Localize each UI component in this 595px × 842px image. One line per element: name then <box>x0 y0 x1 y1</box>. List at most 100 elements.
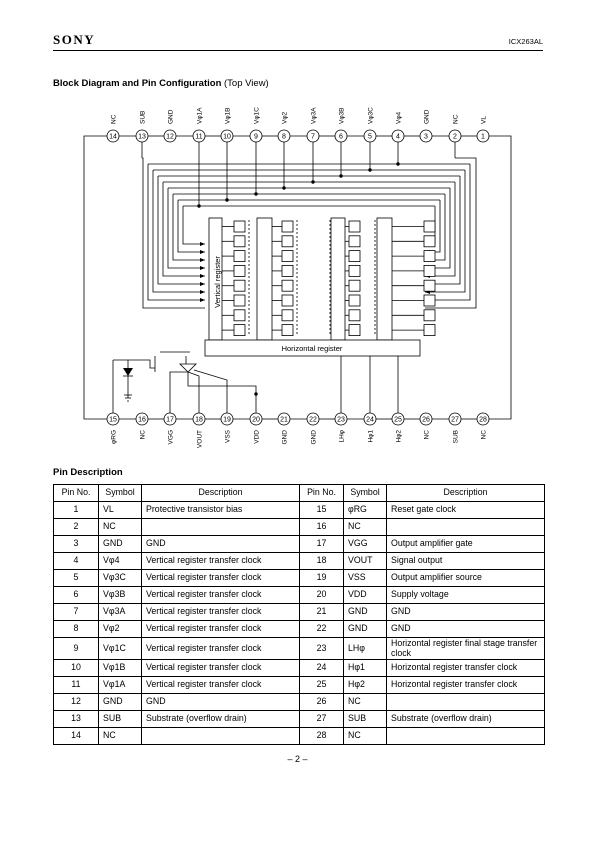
photodiode <box>281 264 294 277</box>
header-description: Description <box>141 484 300 502</box>
photodiode <box>233 235 246 248</box>
pin-description-heading: Pin Description <box>53 467 123 478</box>
pin-circle <box>334 129 348 143</box>
junction-dot <box>339 174 343 178</box>
pin-number: 17 <box>299 535 344 553</box>
junction-dot <box>254 392 258 396</box>
photodiode <box>233 220 246 233</box>
pin-description: Horizontal register final stage transfer… <box>386 637 545 660</box>
pin-symbol: GND <box>98 535 142 553</box>
pin-number: 26 <box>299 693 344 711</box>
pin-circle <box>306 412 320 426</box>
pin-description: Protective transistor bias <box>141 501 300 519</box>
bottom-pin-label: VDD <box>254 430 261 444</box>
vgg-line <box>169 371 188 413</box>
header-symbol: Symbol <box>343 484 387 502</box>
pin-description: GND <box>386 603 545 621</box>
vss-line <box>193 369 228 413</box>
pin-symbol: φRG <box>343 501 387 519</box>
amplifier-icon <box>179 363 197 373</box>
pin-description: Horizontal register transfer clock <box>386 676 545 694</box>
junction-dot <box>225 198 229 202</box>
top-pin-label: Vφ1B <box>225 107 232 124</box>
top-pin-label: GND <box>168 109 175 124</box>
pin-description: GND <box>141 535 300 553</box>
pin-symbol: VOUT <box>343 552 387 570</box>
bottom-pin-number: 22 <box>309 417 317 424</box>
photodiode <box>348 324 361 337</box>
horizontal-register-box <box>204 339 421 357</box>
left-clock-line <box>152 170 205 293</box>
pin-circle <box>476 129 490 143</box>
pin-description: Vertical register transfer clock <box>141 620 300 638</box>
pin-description: Vertical register transfer clock <box>141 552 300 570</box>
pin-circle <box>277 129 291 143</box>
bottom-pin-number: 25 <box>394 417 402 424</box>
pin-description: GND <box>141 693 300 711</box>
bottom-pin-number: 21 <box>280 417 288 424</box>
bottom-pin-number: 15 <box>109 417 117 424</box>
left-clock-line <box>177 200 205 253</box>
bottom-pin-number: 17 <box>166 417 174 424</box>
pin-description: Vertical register transfer clock <box>141 586 300 604</box>
photodiode <box>348 279 361 292</box>
arrow <box>200 282 205 286</box>
pin-circle <box>220 412 234 426</box>
pin-number: 21 <box>299 603 344 621</box>
table-header-row: Pin No. Symbol Description Pin No. Symbo… <box>53 484 545 502</box>
block-diagram-heading: Block Diagram and Pin Configuration (Top… <box>53 78 269 89</box>
photodiode <box>281 324 294 337</box>
top-pin-number: 12 <box>166 134 174 141</box>
pin-symbol: Vφ3B <box>98 586 142 604</box>
left-clock-line <box>167 188 205 269</box>
bottom-pin-label: LHφ <box>339 430 346 443</box>
left-clock-line <box>182 206 205 245</box>
bottom-pin-label: Hφ1 <box>368 430 375 443</box>
pin-description: Vertical register transfer clock <box>141 659 300 677</box>
pin-symbol: VSS <box>343 569 387 587</box>
pin-symbol: NC <box>343 727 387 745</box>
pin-description <box>386 693 545 711</box>
pin-number: 5 <box>53 569 99 587</box>
pin-circle <box>135 129 149 143</box>
pin-symbol: Vφ3C <box>98 569 142 587</box>
pin-circle <box>192 412 206 426</box>
top-pin-number: 8 <box>282 134 286 141</box>
left-clock-line <box>147 164 205 301</box>
pin-number: 24 <box>299 659 344 677</box>
photodiode <box>348 309 361 322</box>
photodiode <box>423 279 436 292</box>
pin-number: 14 <box>53 727 99 745</box>
pin-description: Output amplifier gate <box>386 535 545 553</box>
photodiode <box>423 235 436 248</box>
top-pin-label: Vφ2 <box>282 111 289 124</box>
photodiode <box>423 294 436 307</box>
top-pin-number: 7 <box>311 134 315 141</box>
photodiode <box>233 250 246 263</box>
bottom-pin-number: 24 <box>366 417 374 424</box>
guard-line <box>425 157 477 309</box>
photodiode <box>233 279 246 292</box>
pin-circle <box>106 129 120 143</box>
pin-circle <box>419 129 433 143</box>
pin-symbol: Hφ1 <box>343 659 387 677</box>
top-pin-number: 4 <box>396 134 400 141</box>
arrow <box>200 298 205 302</box>
vertical-register <box>376 217 393 341</box>
pin-circle <box>448 412 462 426</box>
photodiode <box>281 220 294 233</box>
top-pin-number: 10 <box>223 134 231 141</box>
pin-circle <box>391 129 405 143</box>
pin-number: 4 <box>53 552 99 570</box>
pin-symbol: Vφ1B <box>98 659 142 677</box>
pin-description <box>141 518 300 536</box>
pin-number: 13 <box>53 710 99 728</box>
top-pin-label: Vφ1C <box>254 107 261 124</box>
bottom-pin-number: 16 <box>138 417 146 424</box>
bottom-pin-label: NC <box>424 430 431 440</box>
arrow <box>200 250 205 254</box>
junction-dot <box>282 186 286 190</box>
photodiode <box>423 324 436 337</box>
